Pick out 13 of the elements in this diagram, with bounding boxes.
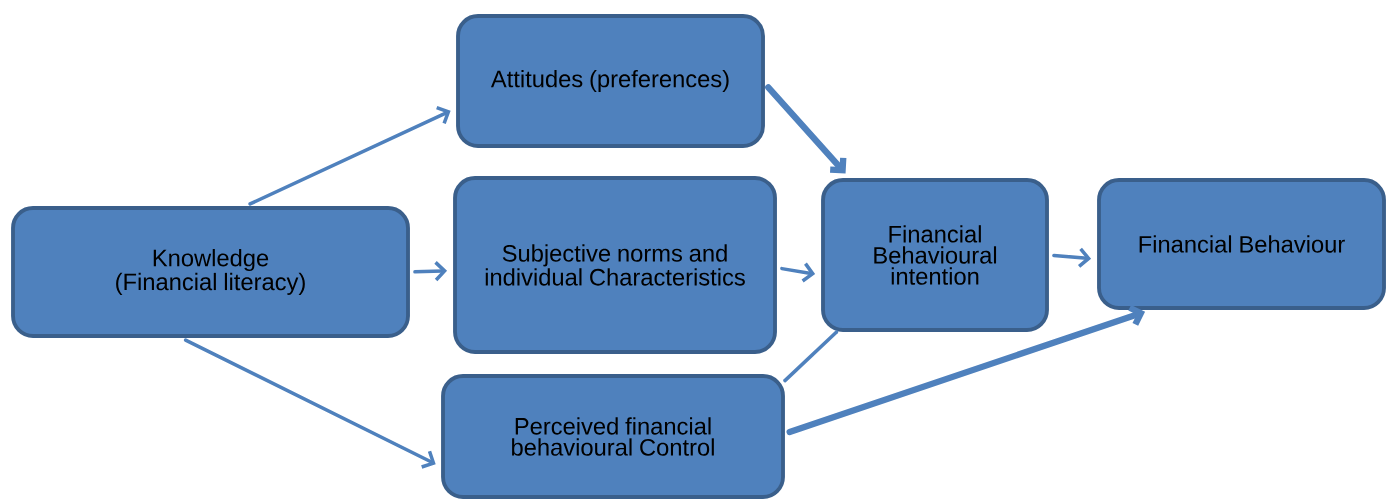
arrow [765, 84, 847, 174]
arrow [780, 262, 816, 283]
process-box: Perceived financial behavioural Control [441, 374, 785, 499]
process-box: Subjective norms and individual Characteristics [453, 176, 777, 354]
arrow [1052, 247, 1092, 268]
arrow [183, 338, 436, 469]
arrow [248, 105, 451, 206]
arrow [413, 261, 448, 282]
arrow [786, 304, 1146, 436]
process-box: Attitudes (preferences) [456, 14, 765, 148]
process-box: Knowledge (Financial literacy) [11, 206, 410, 338]
process-box: Financial Behaviour [1097, 178, 1386, 310]
process-box: Financial Behavioural intention [821, 178, 1049, 332]
